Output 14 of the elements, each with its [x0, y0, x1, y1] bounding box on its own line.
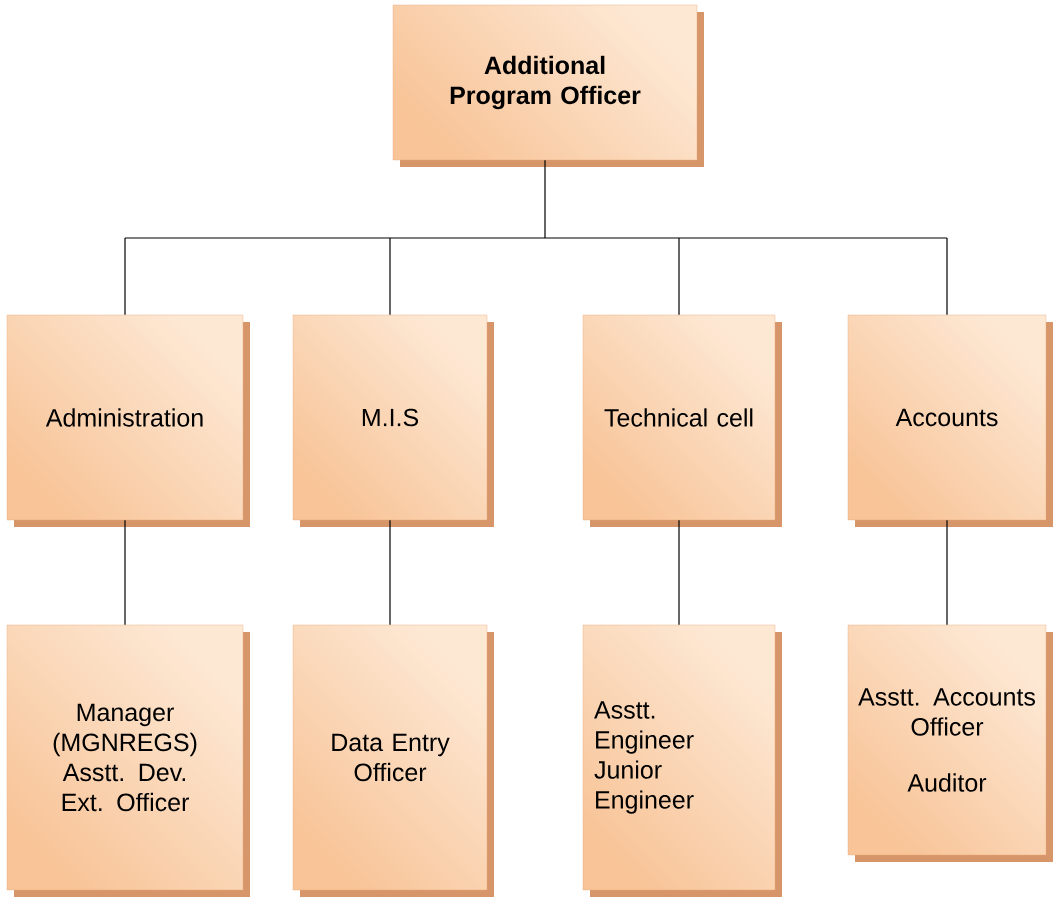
org-box: M.I.S — [292, 314, 494, 527]
org-box: Accounts — [847, 314, 1053, 527]
connector-line — [124, 519, 126, 626]
org-box: Additional Program Officer — [392, 4, 704, 167]
org-box: Technical cell — [582, 314, 782, 527]
org-box: Asstt. Accounts Officer Auditor — [847, 624, 1053, 862]
org-box: Asstt. Engineer Junior Engineer — [582, 624, 782, 897]
org-box: Manager (MGNREGS) Asstt. Dev. Ext. Officer — [6, 624, 250, 897]
tree-connector — [124, 159, 948, 316]
connector-line — [946, 519, 948, 626]
org-box: Data Entry Officer — [292, 624, 494, 897]
org-box: Administration — [6, 314, 250, 527]
connector-line — [678, 519, 680, 626]
connector-line — [389, 519, 391, 626]
